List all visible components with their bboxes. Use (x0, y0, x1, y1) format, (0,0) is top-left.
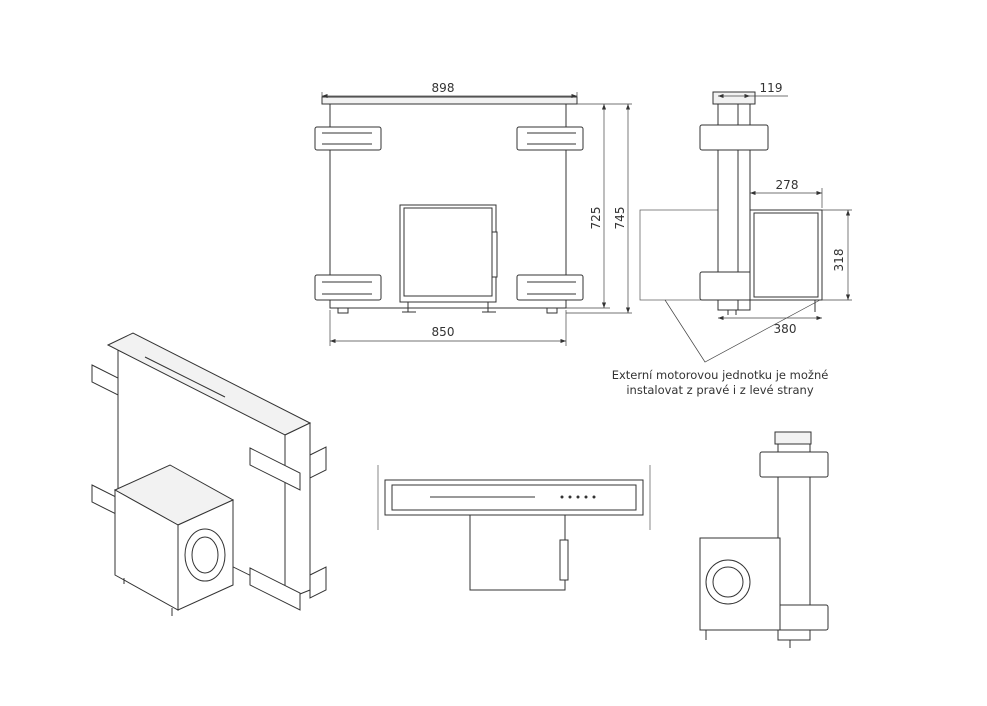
svg-text:119: 119 (760, 81, 783, 95)
svg-text:278: 278 (776, 178, 799, 192)
side-view: 119 278 318 380 (639, 81, 852, 363)
svg-text:725: 725 (589, 207, 603, 230)
top-view (377, 465, 651, 591)
svg-text:745: 745 (613, 207, 627, 230)
isometric-view (91, 332, 327, 616)
feet (337, 302, 558, 314)
svg-text:898: 898 (432, 81, 455, 95)
svg-text:380: 380 (774, 322, 797, 336)
svg-text:318: 318 (832, 249, 846, 272)
note-line-2: instalovat z pravé i z levé strany (626, 383, 814, 397)
note-line-1: Externí motorovou jednotku je možné (611, 368, 829, 382)
mounting-bracket (314, 126, 584, 301)
front-view: 898 850 725 745 (314, 81, 632, 346)
motor-placement-note: Externí motorovou jednotku je možné inst… (600, 368, 840, 398)
rear-view (699, 431, 829, 648)
motor-unit (399, 204, 498, 303)
svg-text:850: 850 (432, 325, 455, 339)
